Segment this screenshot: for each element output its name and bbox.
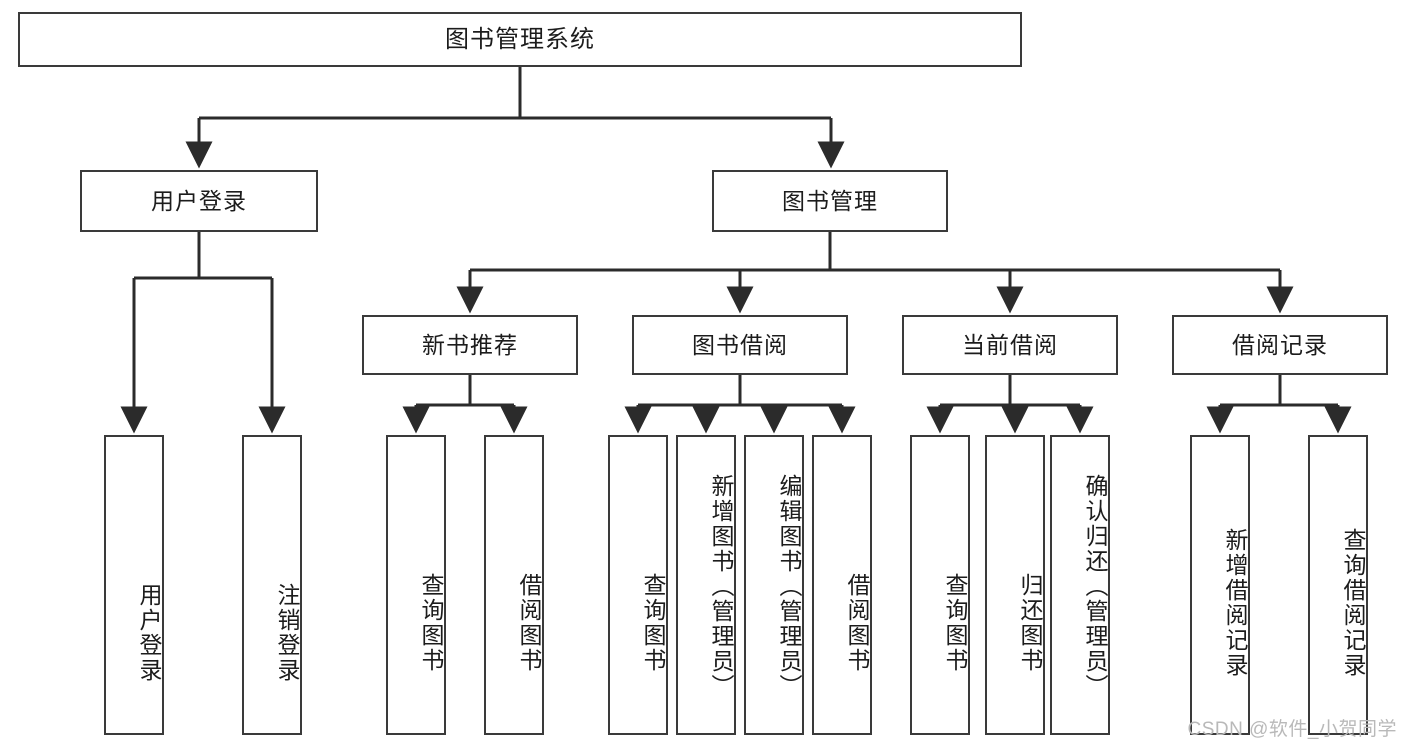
node-label: 查询借阅记录 [1340, 528, 1366, 678]
node-label: 借阅图书 [844, 573, 870, 673]
node-current-borrow[interactable]: 当前借阅 [902, 315, 1118, 375]
watermark-text: CSDN @软件_小贺同学 [1187, 719, 1397, 740]
node-label: 用户登录 [136, 583, 162, 683]
node-label: 用户登录 [151, 187, 247, 214]
leaf-query-book-borrow[interactable]: 查询图书 [608, 435, 668, 735]
node-label: 查询图书 [640, 573, 666, 673]
leaf-edit-book-admin[interactable]: 编辑图书（管理员） [744, 435, 804, 735]
node-label: 注销登录 [274, 583, 300, 683]
node-label: 新增图书（管理员） [708, 473, 734, 699]
node-label: 图书借阅 [692, 331, 788, 358]
node-label: 新书推荐 [422, 331, 518, 358]
leaf-query-book-current[interactable]: 查询图书 [910, 435, 970, 735]
leaf-add-book-admin[interactable]: 新增图书（管理员） [676, 435, 736, 735]
leaf-borrow-book[interactable]: 借阅图书 [812, 435, 872, 735]
node-label: 确认归还（管理员） [1082, 473, 1108, 699]
leaf-return-book[interactable]: 归还图书 [985, 435, 1045, 735]
node-label: 查询图书 [418, 573, 444, 673]
leaf-confirm-return-admin[interactable]: 确认归还（管理员） [1050, 435, 1110, 735]
leaf-borrow-book-newbook[interactable]: 借阅图书 [484, 435, 544, 735]
leaf-add-borrow-record[interactable]: 新增借阅记录 [1190, 435, 1250, 735]
node-label: 图书管理系统 [445, 25, 595, 53]
leaf-logout[interactable]: 注销登录 [242, 435, 302, 735]
node-book-management[interactable]: 图书管理 [712, 170, 948, 232]
node-label: 归还图书 [1017, 573, 1043, 673]
leaf-query-borrow-record[interactable]: 查询借阅记录 [1308, 435, 1368, 735]
leaf-query-book-newbook[interactable]: 查询图书 [386, 435, 446, 735]
node-new-book-recommend[interactable]: 新书推荐 [362, 315, 578, 375]
node-label: 图书管理 [782, 187, 878, 214]
leaf-user-login[interactable]: 用户登录 [104, 435, 164, 735]
node-root-system[interactable]: 图书管理系统 [18, 12, 1022, 67]
node-label: 新增借阅记录 [1222, 528, 1248, 678]
node-book-borrow[interactable]: 图书借阅 [632, 315, 848, 375]
node-label: 当前借阅 [962, 331, 1058, 358]
node-user-login[interactable]: 用户登录 [80, 170, 318, 232]
node-label: 借阅记录 [1232, 331, 1328, 358]
node-label: 编辑图书（管理员） [776, 473, 802, 699]
node-label: 查询图书 [942, 573, 968, 673]
node-label: 借阅图书 [516, 573, 542, 673]
node-borrow-record[interactable]: 借阅记录 [1172, 315, 1388, 375]
